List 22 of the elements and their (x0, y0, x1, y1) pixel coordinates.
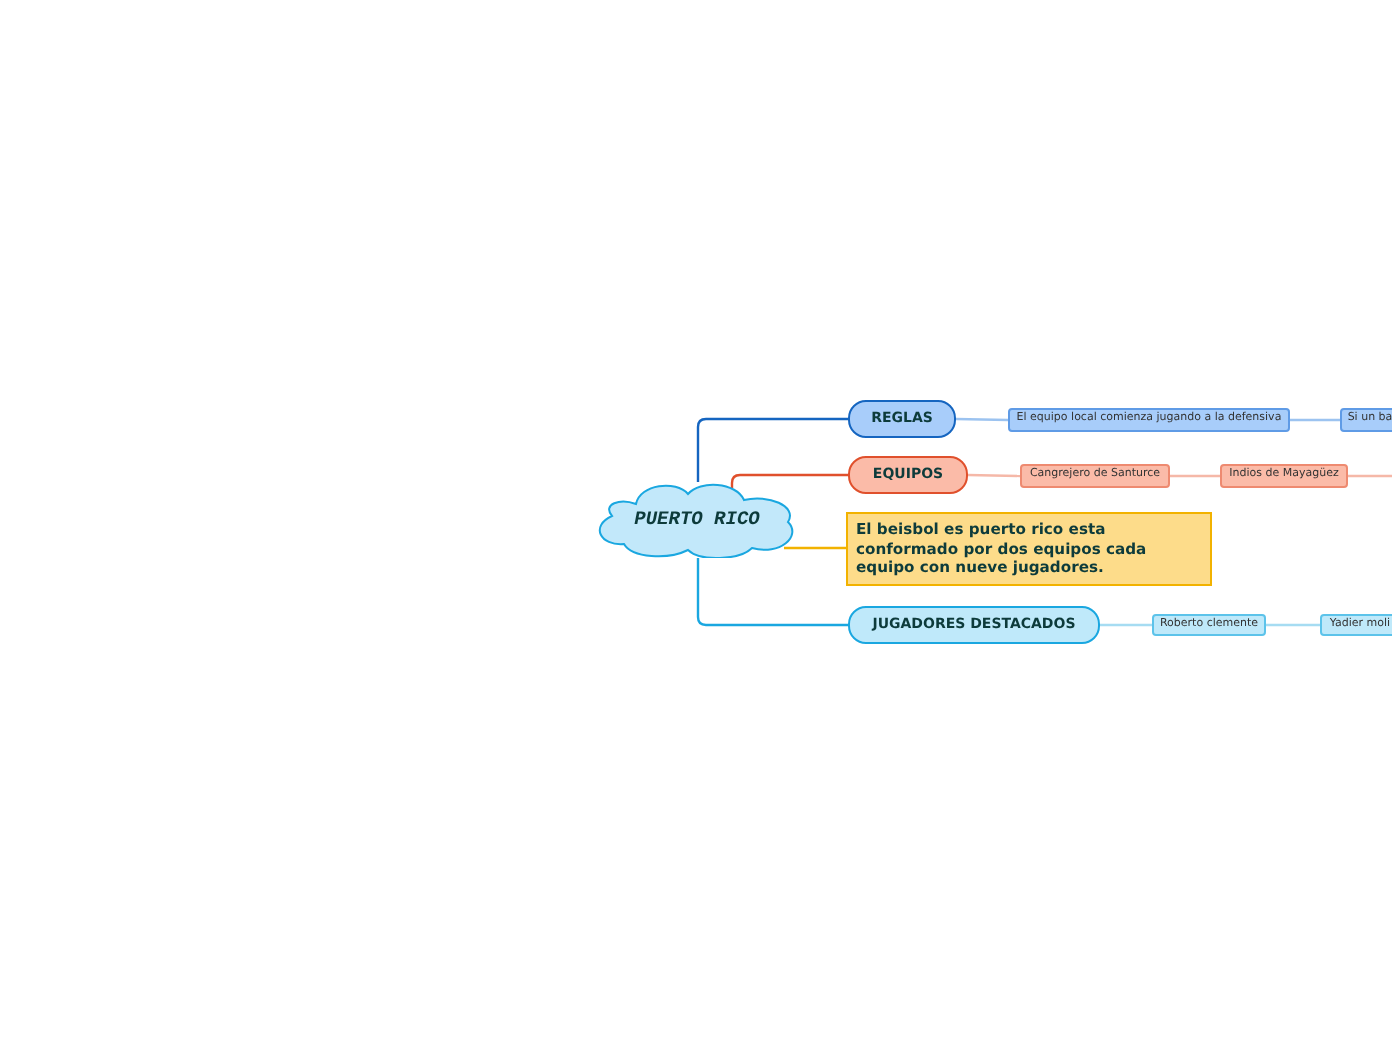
connector-line (696, 558, 848, 627)
subtopic-box (1340, 408, 1392, 432)
subtopic-box (1220, 464, 1348, 488)
connector-line (967, 473, 1021, 478)
connector-line (1170, 474, 1220, 478)
connector-line (730, 473, 848, 488)
cloud-label: PUERTO RICO (634, 510, 760, 530)
connector-line (1290, 418, 1340, 422)
connector-line (1266, 623, 1320, 627)
note-box (846, 512, 1212, 586)
connector-line (784, 546, 846, 550)
connector-line (955, 417, 1009, 422)
connector-line (1100, 623, 1152, 627)
topic-box (848, 400, 956, 438)
topic-box (848, 606, 1100, 644)
connector-line (1348, 474, 1392, 478)
subtopic-box (1020, 464, 1170, 488)
subtopic-box (1152, 614, 1266, 636)
connector-line (696, 417, 848, 482)
subtopic-box (1008, 408, 1290, 432)
subtopic-box (1320, 614, 1392, 636)
topic-box (848, 456, 968, 494)
